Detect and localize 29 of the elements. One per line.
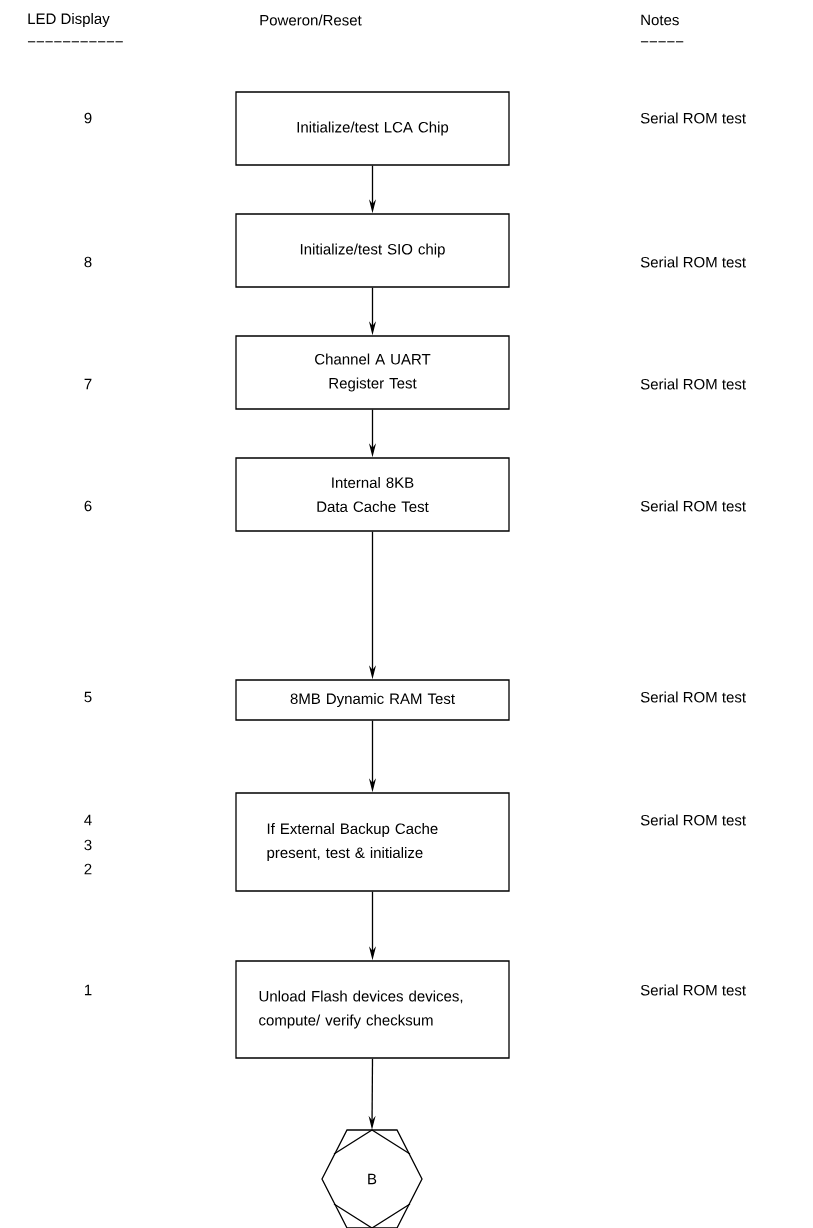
heading-underline: −−−−− bbox=[640, 41, 684, 43]
note-text: Serial ROM test bbox=[640, 500, 746, 512]
led-code: 6 bbox=[84, 500, 92, 512]
note-text: Serial ROM test bbox=[640, 378, 746, 390]
process-box: Internal 8KB Data Cache Test bbox=[235, 457, 510, 532]
process-box: Initialize/test LCA Chip bbox=[235, 91, 510, 166]
heading-underline: −−−−−−−−−−− bbox=[27, 41, 123, 43]
led-code: 7 bbox=[84, 378, 92, 390]
process-box: Channel A UART Register Test bbox=[235, 335, 510, 410]
led-code: 4 bbox=[84, 814, 92, 826]
led-code: 3 bbox=[84, 839, 92, 851]
process-box: Unload Flash devices devices, compute/ verify checksum bbox=[235, 960, 510, 1059]
note-text: Serial ROM test bbox=[640, 256, 746, 268]
led-code: 1 bbox=[84, 984, 92, 996]
column-heading: Notes bbox=[641, 14, 679, 26]
note-text: Serial ROM test bbox=[640, 112, 746, 124]
note-text: Serial ROM test bbox=[640, 691, 746, 703]
led-code: 8 bbox=[84, 256, 92, 268]
process-box: If External Backup Cache present, test & initialize bbox=[235, 792, 510, 892]
column-heading: LED Display bbox=[28, 13, 110, 27]
note-text: Serial ROM test bbox=[640, 984, 746, 996]
led-code: 5 bbox=[84, 691, 92, 703]
led-code: 9 bbox=[84, 112, 92, 124]
note-text: Serial ROM test bbox=[640, 814, 746, 826]
connector-hexagon: B bbox=[321, 1129, 423, 1228]
led-code: 2 bbox=[84, 863, 92, 875]
process-box: Initialize/test SIO chip bbox=[235, 213, 510, 288]
column-heading: Poweron/Reset bbox=[260, 14, 362, 26]
process-box: 8MB Dynamic RAM Test bbox=[235, 679, 510, 721]
